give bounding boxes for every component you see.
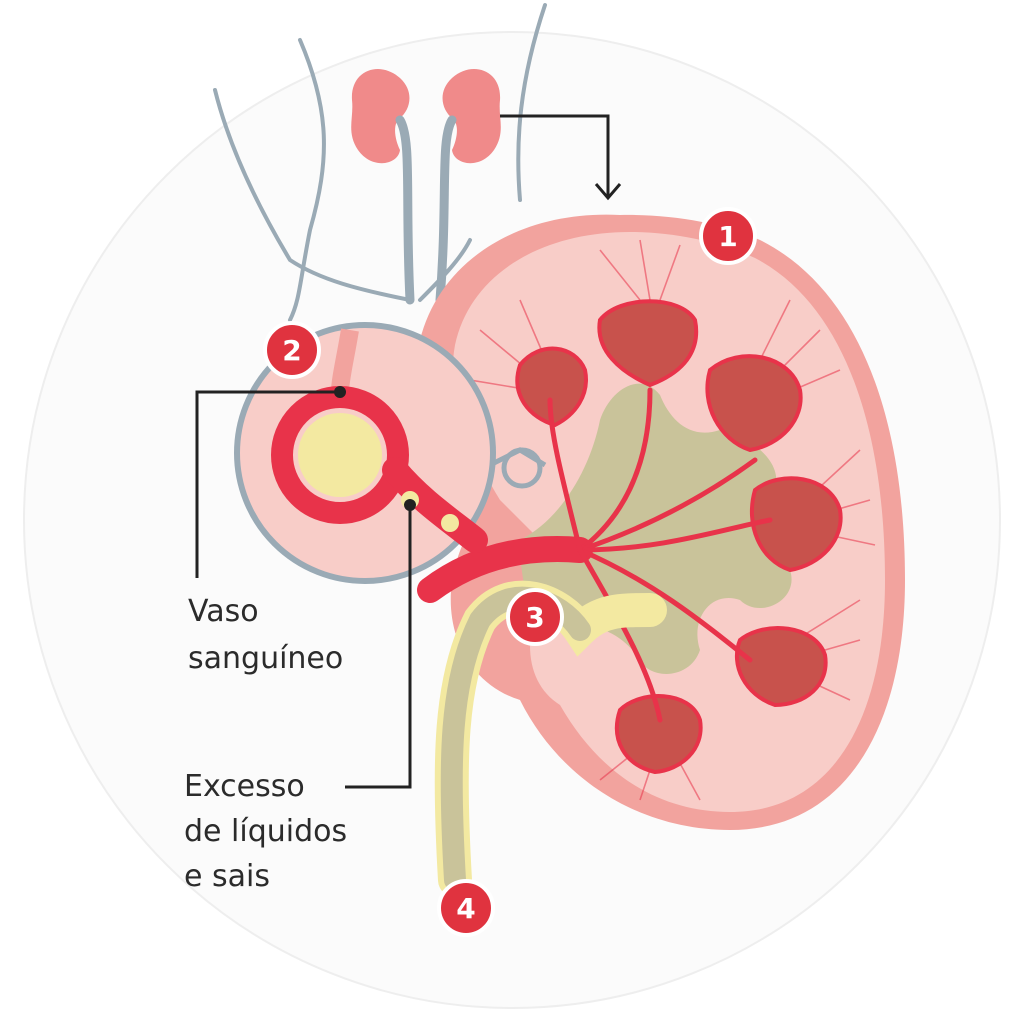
badge-1: 1 (699, 207, 757, 265)
kidney-cross-section (415, 214, 905, 897)
pointer-dot-vessel (334, 386, 346, 398)
badge-2: 2 (263, 321, 321, 379)
label-pointers (195, 390, 412, 789)
badge-3-text: 3 (525, 601, 544, 634)
arrow-down-icon (500, 114, 622, 201)
badge-3: 3 (506, 588, 564, 646)
label-excess-line-3: e sais (184, 859, 270, 894)
renal-pelvis (520, 383, 792, 674)
label-excess-line-1: Excesso (184, 769, 305, 804)
medullary-pyramids (515, 299, 843, 775)
pointer-dot-excess (404, 499, 416, 511)
label-vessel-line-1: Vaso (188, 594, 259, 629)
label-excess-line-2: de líquidos (184, 814, 347, 849)
zoom-circle-icon (234, 322, 547, 584)
small-kidneys-icon (351, 69, 501, 305)
badge-2-text: 2 (282, 334, 301, 367)
badge-4: 4 (437, 879, 495, 937)
label-vessel-line-2: sanguíneo (188, 641, 343, 676)
blood-vessels (417, 387, 773, 723)
badge-4-text: 4 (456, 892, 475, 925)
torso-outline-icon (213, 3, 547, 322)
badge-1-text: 1 (718, 220, 737, 253)
